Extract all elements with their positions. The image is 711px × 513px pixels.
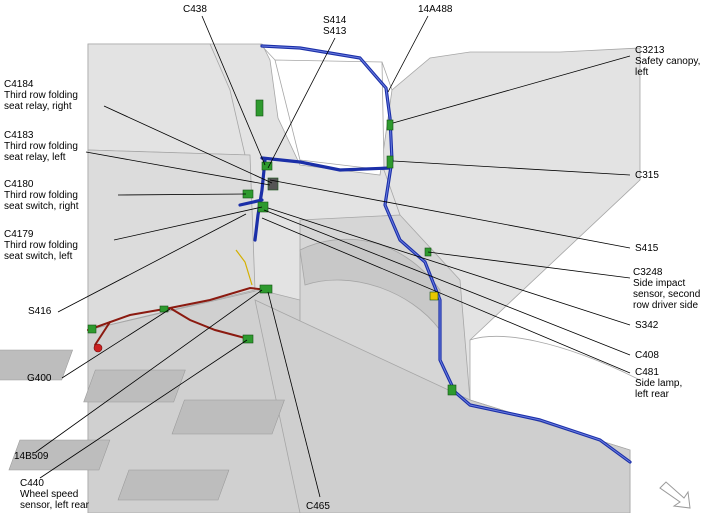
label-c440: C440 Wheel speed sensor, left rear (20, 478, 89, 511)
label-c4179: C4179 Third row folding seat switch, lef… (4, 229, 78, 262)
label-c438: C438 (183, 4, 207, 15)
label-c4180: C4180 Third row folding seat switch, rig… (4, 179, 79, 212)
label-14b509: 14B509 (14, 451, 49, 462)
connector-s342 (429, 291, 439, 301)
connector-c440 (242, 334, 254, 344)
label-c481: C481 Side lamp, left rear (635, 367, 683, 400)
yellow-wire (235, 249, 253, 286)
connector-c315 (386, 155, 394, 169)
connector-c3213 (386, 119, 394, 131)
connector-red (93, 343, 103, 353)
label-c408: C408 (635, 350, 659, 361)
label-g400: G400 (27, 373, 52, 384)
label-s415: S415 (635, 243, 659, 254)
label-c315: C315 (635, 170, 659, 181)
connector-g400 (159, 305, 169, 313)
connector-c465 (259, 284, 273, 294)
floor-ribs (0, 349, 285, 501)
label-s414-s413: S414 S413 (323, 15, 347, 37)
label-s342: S342 (635, 320, 659, 331)
leader-lines (35, 15, 631, 498)
label-s416: S416 (28, 306, 52, 317)
arrow-down-right-icon (659, 481, 691, 509)
body-panels (87, 43, 641, 513)
connector-top (255, 99, 264, 117)
connector-c481 (447, 384, 457, 396)
connector-c438 (261, 161, 273, 171)
label-c4183: C4183 Third row folding seat relay, left (4, 130, 78, 163)
label-c3213: C3213 Safety canopy, left (635, 45, 701, 78)
label-14a488: 14A488 (418, 4, 453, 15)
label-c4184: C4184 Third row folding seat relay, righ… (4, 79, 78, 112)
label-c465: C465 (306, 501, 330, 512)
red-harness (87, 286, 269, 346)
blue-harness-highlight (261, 45, 631, 463)
connector-c4179 (257, 201, 269, 213)
relay-block (267, 177, 279, 191)
connector-left (87, 324, 97, 334)
label-c3248: C3248 Side impact sensor, second row dri… (633, 267, 701, 311)
